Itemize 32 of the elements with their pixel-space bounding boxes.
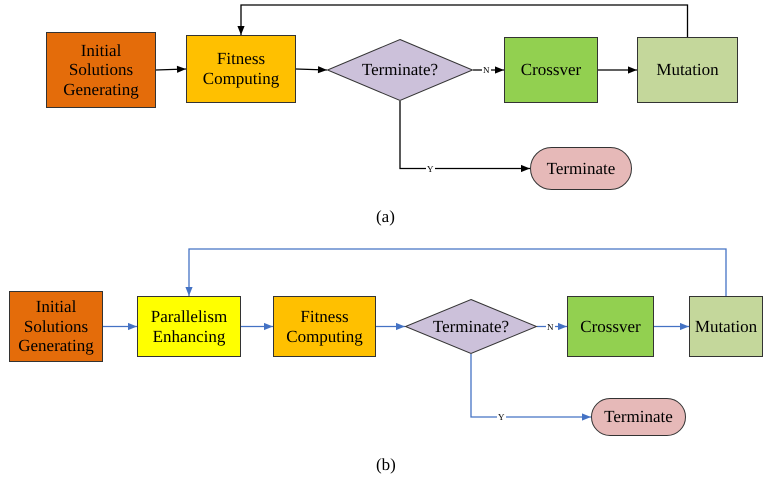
- process-box: Crossver: [504, 37, 598, 103]
- process-box: Fitness Computing: [273, 296, 376, 357]
- arrow: [399, 101, 530, 172]
- edge-label: Y: [426, 164, 434, 174]
- panel-label: (a): [376, 207, 395, 227]
- arrow: [473, 66, 504, 74]
- process-box: Parallelism Enhancing: [137, 296, 241, 357]
- edge-label: N: [546, 322, 554, 332]
- edge-label: Y: [497, 412, 506, 422]
- process-box: Initial Solutions Generating: [46, 32, 156, 108]
- arrow: [296, 66, 328, 74]
- process-box: Mutation: [689, 296, 763, 357]
- arrow: [156, 66, 186, 73]
- arrow: [237, 4, 688, 37]
- process-box: Mutation: [637, 37, 738, 103]
- panel-label: (b): [376, 455, 396, 475]
- decision-diamond: Terminate?: [405, 299, 537, 354]
- process-box: Crossver: [567, 296, 654, 357]
- terminal-box: Terminate: [591, 398, 686, 436]
- edge-label: N: [482, 65, 490, 75]
- process-box: Initial Solutions Generating: [9, 291, 103, 362]
- arrow: [376, 322, 405, 330]
- arrow: [654, 322, 689, 330]
- arrow: [470, 354, 591, 421]
- arrow: [103, 322, 137, 330]
- decision-diamond: Terminate?: [327, 39, 473, 101]
- process-box: Fitness Computing: [186, 35, 296, 103]
- terminal-box: Terminate: [530, 147, 632, 190]
- arrow: [537, 322, 567, 330]
- arrow: [241, 322, 273, 330]
- arrow: [185, 248, 727, 296]
- arrow: [598, 66, 637, 74]
